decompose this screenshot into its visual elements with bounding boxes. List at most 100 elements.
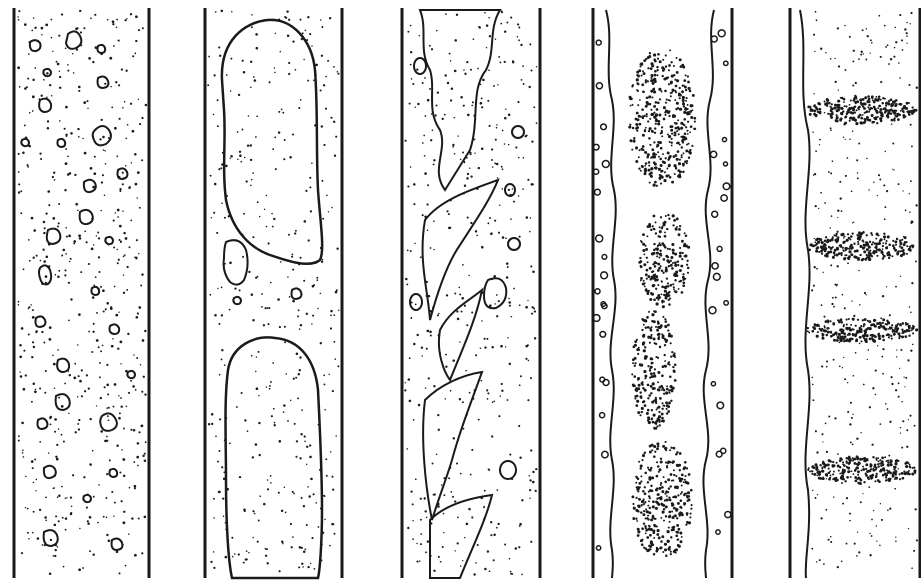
stipple-dot (529, 479, 531, 481)
stipple-dot (45, 370, 47, 372)
stipple-dot (887, 509, 889, 511)
stipple-dot (898, 396, 900, 398)
stipple-dot (93, 244, 95, 246)
stipple-dot (521, 79, 523, 81)
stipple-dot (86, 374, 88, 376)
cluster-dot (673, 219, 676, 222)
cluster-dot (829, 320, 831, 322)
stipple-dot (445, 74, 447, 76)
cluster-dot (898, 473, 900, 475)
stipple-dot (825, 509, 827, 511)
stipple-dot (880, 81, 882, 83)
stipple-dot (878, 174, 880, 176)
stipple-dot (501, 10, 503, 12)
cluster-dot (682, 252, 684, 254)
cluster-dot (635, 509, 638, 512)
cluster-dot (832, 473, 834, 475)
stipple-dot (93, 496, 95, 498)
stipple-dot (58, 520, 60, 522)
cluster-dot (650, 74, 653, 77)
cluster-dot (896, 238, 898, 240)
cluster-dot (859, 336, 862, 339)
cluster-dot (897, 118, 900, 121)
cluster-dot (841, 113, 843, 115)
stipple-dot (859, 304, 861, 306)
stipple-dot (18, 301, 20, 303)
cluster-dot (636, 477, 638, 479)
stipple-dot (484, 490, 486, 492)
stipple-dot (883, 184, 885, 186)
stipple-dot (94, 156, 96, 158)
stipple-dot (91, 218, 93, 220)
stipple-dot (519, 456, 521, 458)
stipple-dot (471, 312, 473, 314)
stipple-dot (830, 541, 832, 543)
stipple-dot (512, 188, 513, 189)
stipple-dot (284, 139, 286, 141)
stipple-dot (437, 314, 439, 316)
cluster-dot (850, 235, 853, 238)
cluster-dot (848, 339, 851, 342)
stipple-dot (112, 23, 114, 25)
stipple-dot (321, 26, 323, 28)
cluster-dot (642, 335, 645, 338)
cluster-dot (656, 252, 659, 255)
stipple-dot (493, 400, 495, 402)
stipple-dot (909, 306, 911, 308)
cluster-dot (642, 249, 645, 252)
stipple-dot (478, 419, 480, 421)
cluster-dot (688, 157, 690, 159)
cluster-dot (667, 324, 670, 327)
stipple-dot (906, 429, 908, 431)
stipple-dot (426, 517, 428, 519)
stipple-dot (513, 201, 515, 203)
cluster-dot (667, 460, 670, 463)
cluster-dot (867, 95, 870, 98)
stipple-dot (522, 188, 524, 190)
cluster-dot (650, 167, 653, 170)
stipple-dot (301, 38, 303, 40)
stipple-dot (893, 169, 894, 170)
cluster-dot (668, 164, 671, 167)
cluster-dot (876, 459, 878, 461)
stipple-dot (223, 471, 225, 473)
cluster-dot (906, 472, 908, 474)
stipple-dot (911, 567, 913, 569)
stipple-dot (331, 476, 333, 478)
stipple-dot (323, 375, 325, 377)
stipple-dot (496, 527, 498, 529)
stipple-dot (239, 289, 241, 291)
stipple-dot (311, 323, 313, 325)
cluster-dot (828, 472, 830, 474)
cluster-dot (678, 162, 681, 165)
stipple-dot (220, 167, 222, 169)
stipple-dot (113, 220, 115, 222)
stipple-dot (857, 177, 859, 179)
cluster-dot (826, 98, 829, 101)
cluster-dot (666, 408, 668, 410)
cluster-dot (665, 554, 668, 557)
cluster-dot (652, 517, 654, 519)
stipple-dot (130, 380, 132, 382)
cluster-dot (668, 527, 670, 529)
cluster-dot (661, 402, 663, 404)
stipple-dot (267, 307, 269, 309)
cluster-dot (657, 69, 659, 71)
cluster-dot (836, 116, 839, 119)
cluster-dot (658, 471, 660, 473)
stipple-dot (144, 516, 147, 519)
stipple-dot (144, 330, 146, 332)
cluster-dot (808, 467, 810, 469)
stipple-dot (337, 365, 339, 367)
cluster-dot (654, 181, 657, 184)
stipple-dot (307, 566, 309, 568)
cluster-dot (908, 248, 911, 251)
stipple-dot (257, 201, 259, 203)
stipple-dot (888, 63, 890, 65)
cluster-dot (880, 120, 882, 122)
cluster-dot (868, 256, 871, 259)
stipple-dot (454, 39, 457, 42)
cluster-dot (694, 121, 696, 123)
cluster-dot (855, 480, 858, 483)
cluster-dot (893, 466, 895, 468)
